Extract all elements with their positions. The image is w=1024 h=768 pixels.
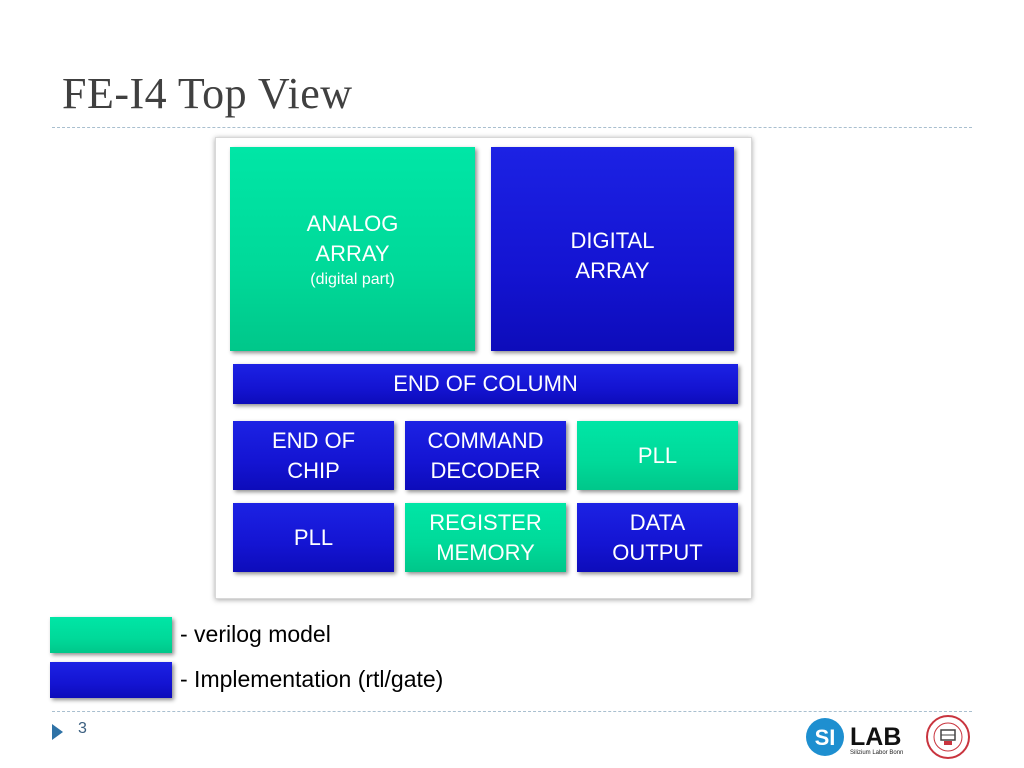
data-output-label-2: OUTPUT xyxy=(612,539,703,565)
silab-logo-graphic: SI LAB Silizium Labor Bonn xyxy=(806,715,970,759)
register-memory-block: REGISTER MEMORY xyxy=(405,503,566,572)
pll-bottom-block: PLL xyxy=(233,503,394,572)
legend-verilog-swatch xyxy=(50,617,172,653)
command-decoder-label-2: DECODER xyxy=(430,457,541,483)
analog-array-block: ANALOG ARRAY (digital part) xyxy=(230,147,475,351)
title-divider xyxy=(52,127,972,128)
legend-implementation-swatch xyxy=(50,662,172,698)
analog-array-sublabel: (digital part) xyxy=(310,271,395,288)
register-memory-label-1: REGISTER xyxy=(429,509,542,535)
pll-top-block: PLL xyxy=(577,421,738,490)
pll-top-label: PLL xyxy=(637,443,678,468)
command-decoder-block: COMMAND DECODER xyxy=(405,421,566,490)
atlas-seal-icon xyxy=(926,715,970,759)
footer-divider xyxy=(52,711,972,712)
analog-array-label-1: ANALOG xyxy=(306,211,399,236)
end-of-chip-block: END OF CHIP xyxy=(233,421,394,490)
logo-caption-text: Silizium Labor Bonn xyxy=(850,750,903,756)
chip-diagram-frame: ANALOG ARRAY (digital part) DIGITAL ARRA… xyxy=(215,137,752,599)
silab-logo: SI LAB Silizium Labor Bonn xyxy=(804,714,972,760)
pll-bottom-label: PLL xyxy=(293,524,334,550)
footer-arrow-icon xyxy=(52,724,63,740)
legend-verilog-label: - verilog model xyxy=(180,621,331,647)
legend-implementation-label: - Implementation (rtl/gate) xyxy=(180,666,444,692)
analog-array-label-2: ARRAY xyxy=(315,241,390,266)
data-output-label-1: DATA xyxy=(629,509,686,535)
slide-title: FE-I4 Top View xyxy=(62,69,353,118)
digital-array-block: DIGITAL ARRAY xyxy=(491,147,734,351)
end-of-column-label: END OF COLUMN xyxy=(393,371,578,396)
end-of-chip-label-1: END OF xyxy=(271,427,356,453)
end-of-column-block: END OF COLUMN xyxy=(233,364,738,404)
digital-array-label-2: ARRAY xyxy=(575,258,650,283)
digital-array-label-1: DIGITAL xyxy=(570,228,655,253)
page-number: 3 xyxy=(78,720,87,737)
command-decoder-label-1: COMMAND xyxy=(427,427,544,453)
register-memory-label-2: MEMORY xyxy=(436,539,535,565)
si-circle-icon xyxy=(806,718,844,756)
logo-si-text: SI xyxy=(815,725,836,750)
logo-lab-text: LAB xyxy=(850,723,901,751)
end-of-chip-label-2: CHIP xyxy=(287,457,340,483)
data-output-block: DATA OUTPUT xyxy=(577,503,738,572)
